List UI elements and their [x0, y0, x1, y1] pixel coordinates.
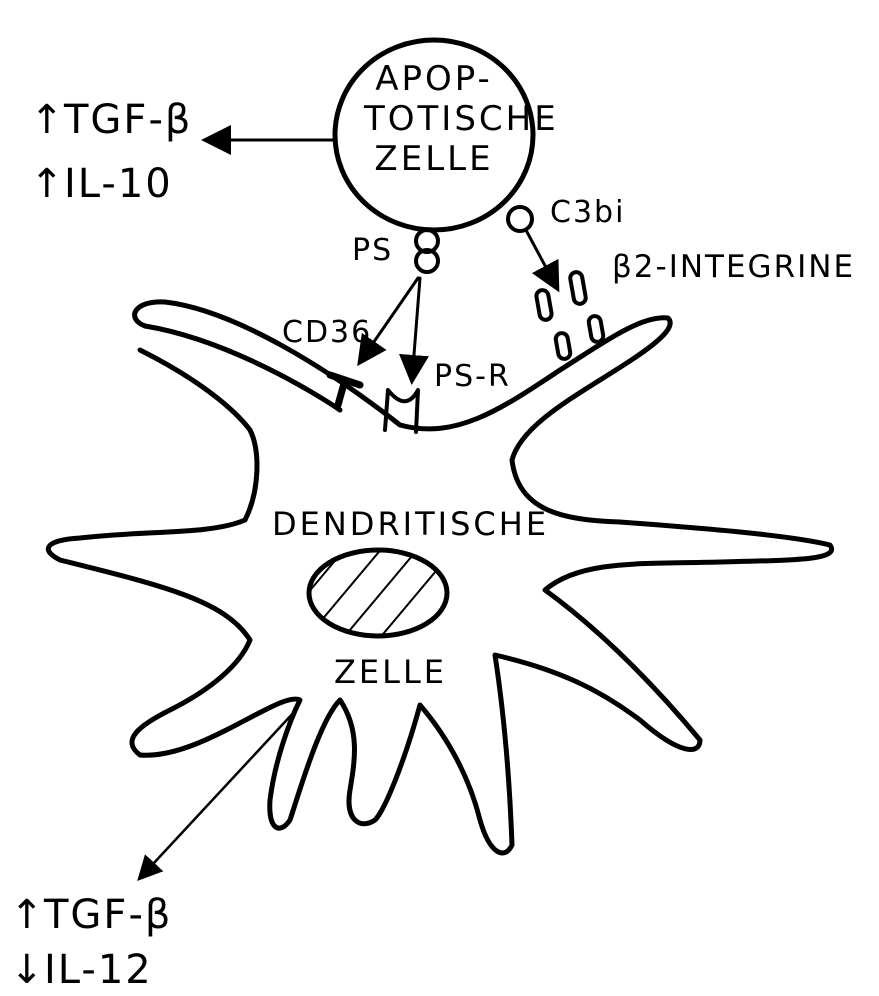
arrow-ps-to-psr [412, 278, 420, 380]
cytokine-name: TGF-β [64, 97, 192, 143]
cd36-label: CD36 [282, 318, 372, 348]
top-cytokine-2: ↑IL-10 [30, 164, 173, 204]
apoptotic-cell-label: APOP- TOTISCHE ZELLE [364, 62, 504, 176]
apoptotic-cell-label-line2: TOTISCHE [364, 102, 504, 136]
bottom-cytokine-2: ↓IL-12 [10, 950, 153, 990]
ps-r-label: PS-R [434, 362, 511, 392]
cytokine-name: IL-10 [64, 161, 173, 207]
ps-label: PS [352, 236, 393, 266]
beta2-integrins-label: β2-INTEGRINE [612, 252, 855, 283]
bottom-cytokine-1: ↑TGF-β [10, 895, 172, 935]
nucleus [309, 550, 447, 636]
up-arrow-icon: ↑ [30, 100, 64, 140]
c3bi-molecule [508, 207, 532, 231]
apoptotic-cell-label-line1: APOP- [364, 62, 504, 96]
cytokine-name: IL-12 [44, 947, 153, 993]
top-cytokine-1: ↑TGF-β [30, 100, 192, 140]
up-arrow-icon: ↑ [10, 895, 44, 935]
cytokine-name: TGF-β [44, 892, 172, 938]
up-arrow-icon: ↑ [30, 164, 64, 204]
down-arrow-icon: ↓ [10, 950, 44, 990]
c3bi-label: C3bi [550, 198, 625, 228]
dendritic-cell-label-line2: ZELLE [334, 656, 447, 688]
apoptotic-cell-label-line3: ZELLE [364, 142, 504, 176]
arrow-c3bi-to-integrins [527, 232, 557, 288]
dendritic-cell-label-line1: DENDRITISCHE [272, 508, 549, 540]
